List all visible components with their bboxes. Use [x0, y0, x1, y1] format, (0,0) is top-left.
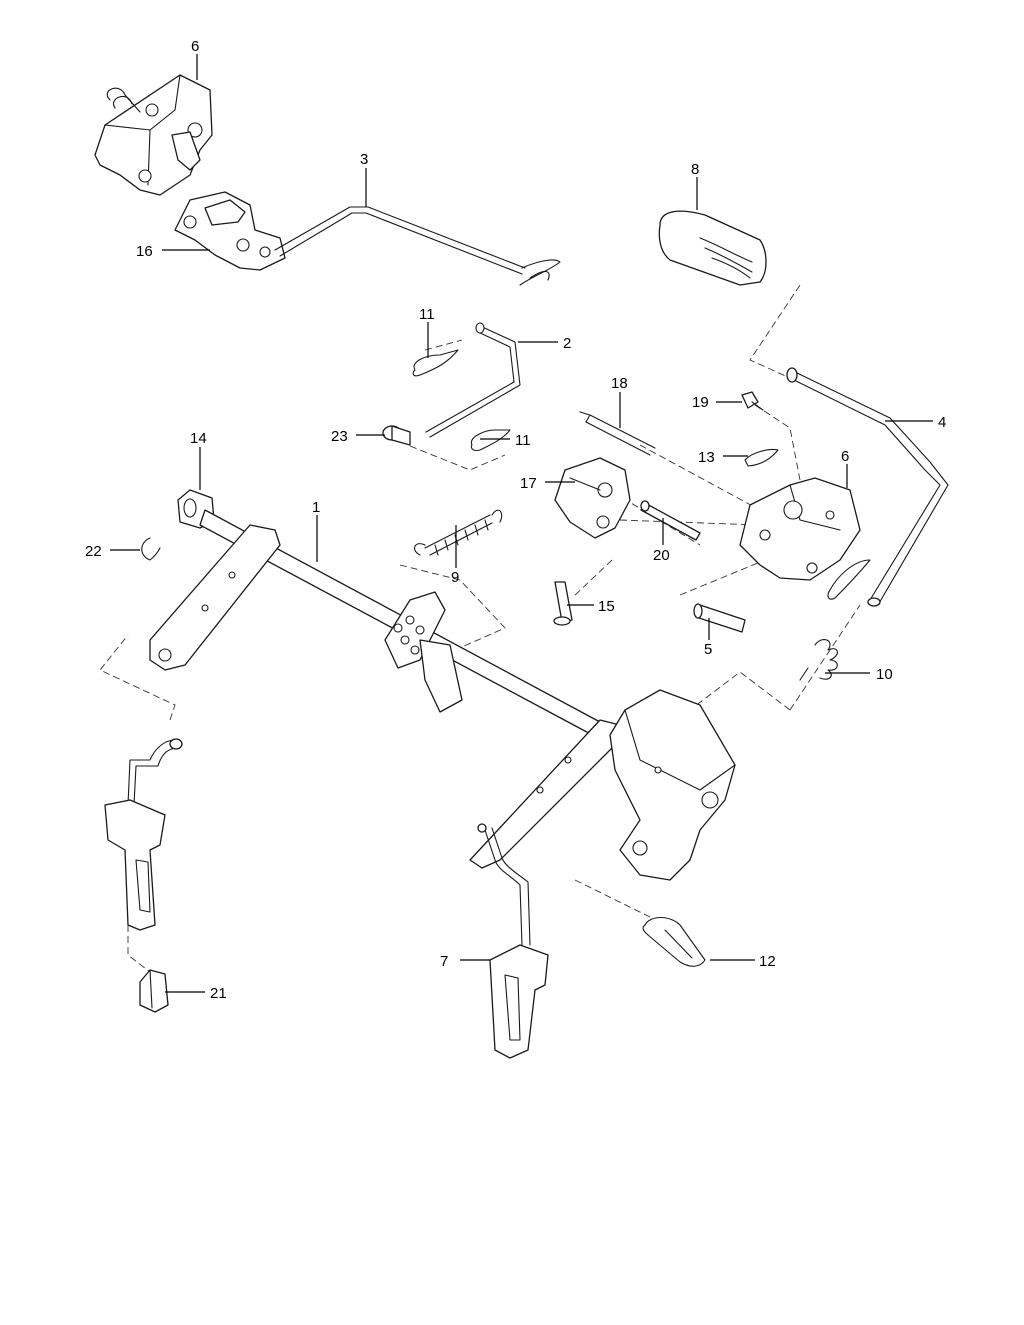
- callout-12: 12: [759, 953, 776, 970]
- callout-7: 7: [440, 953, 448, 970]
- part-10-spring: [799, 639, 838, 681]
- callout-22: 22: [85, 543, 102, 560]
- part-12-hair-pin: [642, 916, 706, 967]
- part-21-nut: [139, 969, 169, 1013]
- callout-4: 4: [938, 414, 946, 431]
- callout-20: 20: [653, 547, 670, 564]
- part-16-shift-plate: [174, 191, 286, 271]
- callout-10: 10: [876, 666, 893, 683]
- part-20-pin: [640, 500, 701, 541]
- callout-16: 16: [136, 243, 153, 260]
- callout-11-upper: 11: [419, 306, 435, 323]
- part-4-handle-rod: [786, 367, 949, 607]
- part-15-pin: [553, 581, 573, 626]
- part-17-pivot-bracket: [554, 457, 631, 539]
- callout-3: 3: [360, 151, 368, 168]
- part-3-shift-rod: [274, 206, 561, 286]
- callout-18: 18: [611, 375, 628, 392]
- part-18-pin: [579, 411, 656, 456]
- part-6-right-bracket: [739, 477, 871, 600]
- callout-6-upper: 6: [191, 38, 199, 55]
- callout-14: 14: [190, 430, 207, 447]
- callout-13: 13: [698, 449, 715, 466]
- callout-19: 19: [692, 394, 709, 411]
- leader-lines: [110, 54, 933, 993]
- part-9-extension-spring: [414, 509, 503, 556]
- callout-15: 15: [598, 598, 615, 615]
- callout-1: 1: [312, 499, 320, 516]
- callout-21: 21: [210, 985, 227, 1002]
- callout-23: 23: [331, 428, 348, 445]
- callout-8: 8: [691, 161, 699, 178]
- part-11-clip-lower: [470, 429, 511, 451]
- callout-6-right: 6: [841, 448, 849, 465]
- left-linkage-rod: [104, 738, 183, 931]
- part-7-linkage-rod: [477, 823, 549, 1059]
- callout-2: 2: [563, 335, 571, 352]
- callout-11-lower: 11: [515, 432, 531, 449]
- callout-labels: 6 3 8 16 11 2 18 19 4 23 11 14 13 6 17 1…: [85, 38, 946, 1002]
- part-2-link-rod: [425, 322, 521, 438]
- part-11-clip-upper: [412, 349, 459, 377]
- part-19-bolt: [741, 391, 764, 411]
- part-8-handle-grip: [658, 210, 767, 286]
- callout-17: 17: [520, 475, 537, 492]
- part-13-clip: [744, 448, 779, 467]
- callout-9: 9: [451, 569, 459, 586]
- part-1-main-shaft: [149, 509, 736, 881]
- part-22-e-clip: [141, 537, 161, 561]
- part-5-spacer: [693, 603, 746, 633]
- part-23-bushing: [382, 425, 411, 446]
- callout-5: 5: [704, 641, 712, 658]
- part-6-upper-bracket: [94, 74, 213, 196]
